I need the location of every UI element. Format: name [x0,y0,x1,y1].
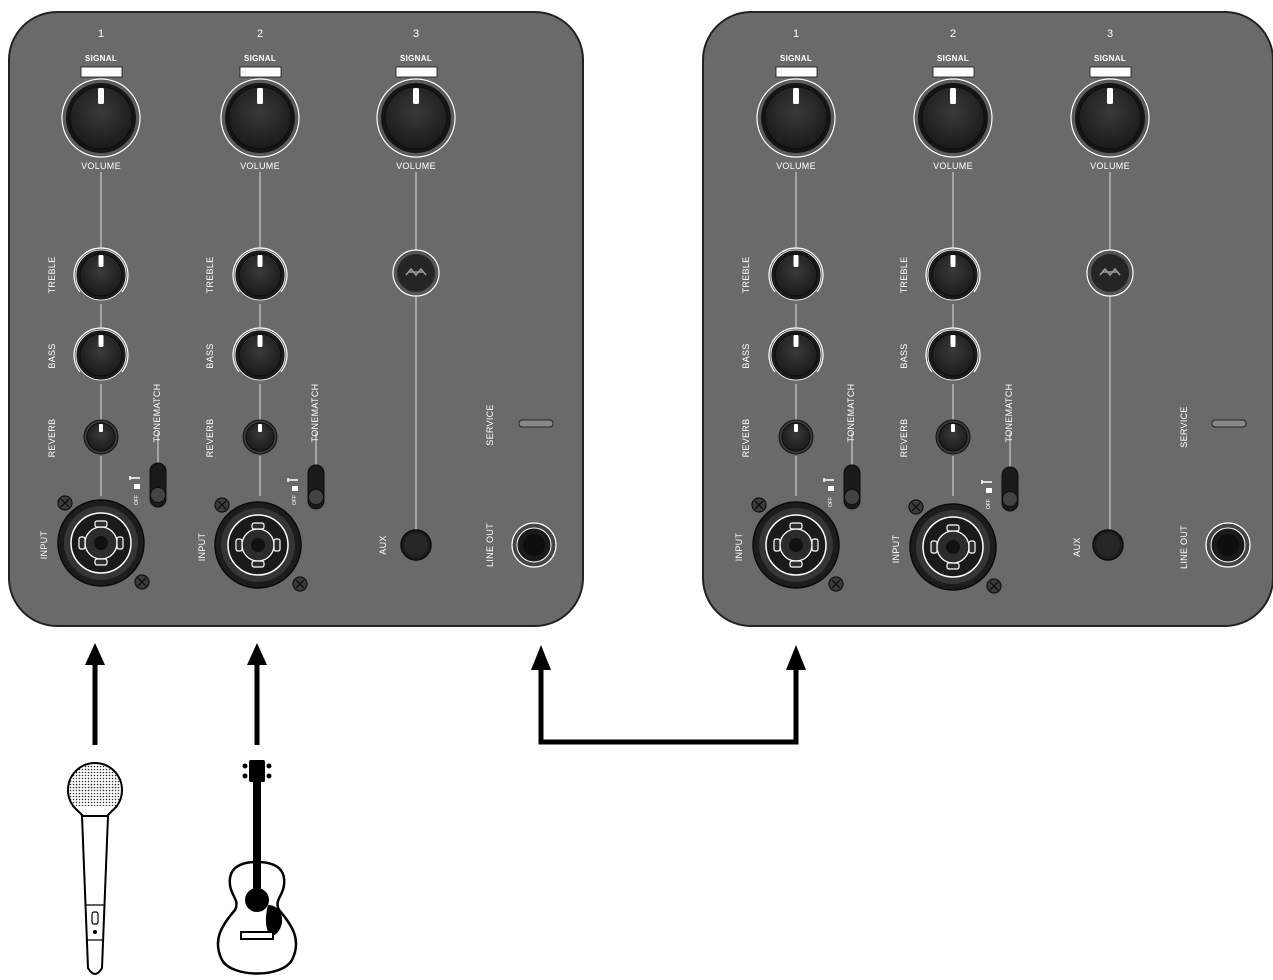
reverb-knob[interactable] [935,419,971,455]
channel-2-number: 2 [950,28,956,40]
channel-3-number: 3 [1107,28,1113,40]
signal-indicator [1089,66,1132,78]
tonematch-label: TONEMATCH [310,384,320,443]
treble-label: TREBLE [899,257,909,294]
bass-label: BASS [899,343,909,368]
switch-off-label: OFF [134,495,140,505]
acoustic-guitar-icon [216,760,298,975]
mixer-panel-2: 1 2 3 SIGNAL SIGNAL SIGNAL VOLUME VOLUME [702,11,1273,627]
volume-label: VOLUME [240,161,280,171]
input-jack[interactable] [752,501,840,589]
bass-label: BASS [205,343,215,368]
signal-label: SIGNAL [85,54,117,63]
switch-position-icons [823,478,992,493]
input-label: INPUT [891,535,901,564]
signal-label: SIGNAL [937,54,969,63]
treble-label: TREBLE [47,257,57,294]
line-out-label: LINE OUT [485,523,495,567]
service-label: SERVICE [1179,406,1189,447]
reverb-label: REVERB [741,419,751,458]
input-jack[interactable] [909,503,997,591]
line-out-jack[interactable] [511,522,557,568]
tonematch-button[interactable] [392,249,440,297]
aux-label: AUX [1072,537,1082,556]
reverb-label: REVERB [47,419,57,458]
signal-label: SIGNAL [1094,54,1126,63]
switch-off-label: OFF [292,495,298,505]
service-port[interactable] [1211,419,1247,428]
line-out-to-input-arrow [531,645,806,745]
channel-1-number: 1 [98,28,104,40]
channel-2-number: 2 [257,28,263,40]
screw-icon [292,576,308,592]
switch-off-label: OFF [828,497,834,507]
line-out-label: LINE OUT [1179,525,1189,569]
volume-knob[interactable] [220,78,300,158]
volume-label: VOLUME [1090,161,1130,171]
volume-label: VOLUME [776,161,816,171]
reverb-label: REVERB [205,419,215,458]
tonematch-switch[interactable] [1001,466,1019,512]
volume-knob[interactable] [913,78,993,158]
signal-indicator [395,66,438,78]
bass-label: BASS [741,343,751,368]
reverb-label: REVERB [899,419,909,458]
signal-indicator [239,66,282,78]
line-out-jack[interactable] [1205,522,1251,568]
input-label: INPUT [39,531,49,560]
screw-icon [986,578,1002,594]
volume-knob[interactable] [756,78,836,158]
tonematch-label: TONEMATCH [152,384,162,443]
reverb-knob[interactable] [778,419,814,455]
tonematch-button[interactable] [1086,249,1134,297]
tonematch-label: TONEMATCH [846,384,856,443]
input-label: INPUT [197,533,207,562]
aux-label: AUX [378,535,388,554]
signal-indicator [80,66,123,78]
guitar-arrow [247,643,267,745]
volume-label: VOLUME [396,161,436,171]
mic-arrow [85,643,105,745]
signal-label: SIGNAL [400,54,432,63]
volume-knob[interactable] [1070,78,1150,158]
screw-icon [214,497,230,513]
mixer-panel-1: 1 2 3 SIGNAL SIGNAL SIGNAL VOLUME [8,11,584,627]
switch-position-icons [129,476,298,491]
bass-label: BASS [47,343,57,368]
signal-label: SIGNAL [780,54,812,63]
microphone-icon [67,762,123,975]
aux-jack[interactable] [400,529,432,561]
tonematch-switch[interactable] [843,464,861,510]
volume-label: VOLUME [933,161,973,171]
service-port[interactable] [518,419,554,428]
signal-indicator [775,66,818,78]
screw-icon [751,497,767,513]
input-jack[interactable] [57,499,145,587]
reverb-knob[interactable] [83,419,119,455]
input-jack[interactable] [214,501,302,589]
channel-1-number: 1 [793,28,799,40]
screw-icon [134,574,150,590]
tonematch-label: TONEMATCH [1004,384,1014,443]
treble-label: TREBLE [205,257,215,294]
channel-3-number: 3 [413,28,419,40]
screw-icon [57,495,73,511]
screw-icon [828,576,844,592]
input-label: INPUT [734,533,744,562]
service-label: SERVICE [485,404,495,445]
treble-label: TREBLE [741,257,751,294]
signal-label: SIGNAL [244,54,276,63]
volume-knob[interactable] [376,78,456,158]
tonematch-switch[interactable] [149,462,167,508]
volume-label: VOLUME [81,161,121,171]
tonematch-switch[interactable] [307,464,325,510]
aux-jack[interactable] [1092,529,1124,561]
screw-icon [908,499,924,515]
signal-indicator [932,66,975,78]
volume-knob[interactable] [61,78,141,158]
switch-off-label: OFF [986,499,992,509]
reverb-knob[interactable] [242,419,278,455]
